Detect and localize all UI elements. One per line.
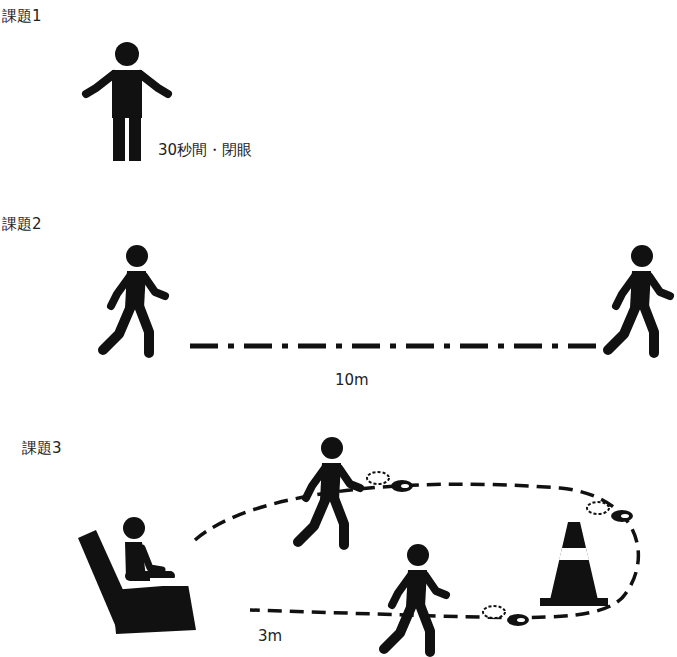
cone-stripe [559,548,589,560]
task-condition: 30秒間・閉眼 [158,140,252,160]
walking-figure [608,245,670,353]
figure-head [123,517,145,539]
chair-with-seated-figure [78,517,196,634]
task-heading: 課題1 [2,6,42,26]
distance-label: 10m [335,370,369,390]
figure-arm [142,548,162,570]
task-heading: 課題3 [22,438,62,458]
standing-figure [86,42,168,161]
footprints [483,606,529,626]
traffic-cone [540,522,608,606]
figure-leg [113,114,125,161]
chair-gap [150,578,190,586]
figure-leg [129,114,141,161]
figure-arm [86,74,114,94]
cone-base [540,598,608,606]
figure-head [115,42,139,66]
cone-body [550,522,598,600]
figure-torso [112,70,142,118]
walking-figure [384,544,446,652]
walk-distance-line [190,344,600,349]
figure-arm [140,74,168,94]
task-heading: 課題2 [2,214,42,234]
distance-label: 3m [258,626,282,646]
footprints [587,502,633,522]
chair-seat [112,584,196,634]
footprints [367,472,413,492]
walking-figure [103,245,165,353]
walking-figure [298,437,360,545]
